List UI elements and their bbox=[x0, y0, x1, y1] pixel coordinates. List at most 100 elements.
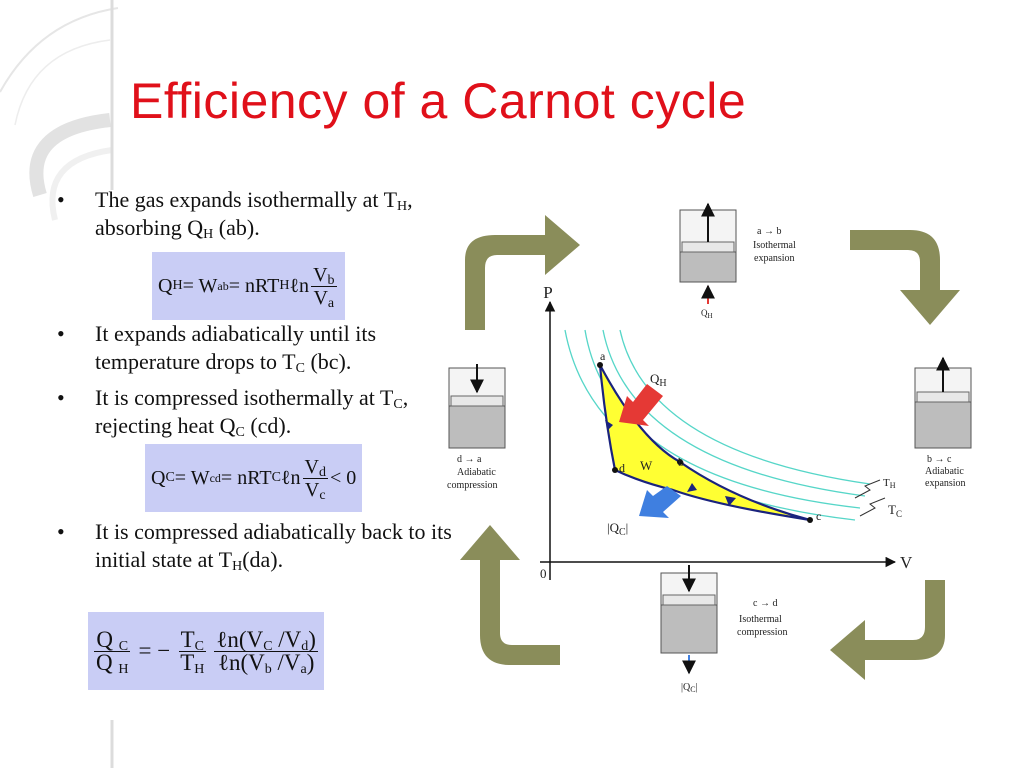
piston-adiabatic-expansion bbox=[914, 356, 972, 449]
bullet-text: It is compressed adiabatically back to i… bbox=[95, 519, 452, 572]
point-a bbox=[597, 362, 603, 368]
subscript: C bbox=[194, 638, 204, 654]
eq-term: /V bbox=[272, 626, 302, 652]
eq-term: = − bbox=[138, 638, 171, 663]
cycle-work-area bbox=[598, 364, 811, 522]
p-axis-label: P bbox=[543, 283, 552, 302]
big-arrow-bottom-left bbox=[460, 525, 560, 665]
big-arrow-bottom-right bbox=[830, 580, 945, 680]
eq-term: = W bbox=[174, 466, 210, 489]
piston-top-name1: Isothermal bbox=[753, 240, 796, 251]
piston-top-name2: expansion bbox=[754, 253, 795, 264]
subscript: C bbox=[896, 509, 902, 519]
piston-isothermal-expansion bbox=[679, 202, 737, 304]
piston-bottom-step: c → d bbox=[753, 598, 777, 609]
bullet-marker: • bbox=[57, 187, 65, 212]
label-text: T bbox=[888, 502, 896, 517]
eq-term: = W bbox=[182, 274, 218, 297]
eq-term: = nRT bbox=[228, 274, 280, 297]
subscript: H bbox=[232, 559, 243, 574]
subscript: a bbox=[327, 295, 335, 311]
th-leader bbox=[854, 479, 881, 499]
piston-bottom-name2: compression bbox=[737, 627, 788, 638]
eq-fraction: Vb Va bbox=[311, 263, 337, 311]
eq-term: V bbox=[304, 455, 319, 478]
heat-in-arrow bbox=[619, 384, 663, 426]
subscript: C bbox=[235, 425, 245, 440]
bullet-text: It is compressed isothermally at T bbox=[95, 385, 394, 410]
label-text: Q bbox=[650, 371, 660, 386]
decorative-arcs bbox=[0, 0, 119, 768]
bullet-adiabatic-compression: • It is compressed adiabatically back to… bbox=[55, 518, 455, 574]
bullet-text: (bc). bbox=[304, 349, 352, 374]
eq-term: Q bbox=[151, 466, 166, 489]
piston-top-step: a → b bbox=[757, 226, 781, 237]
eq-term: ℓn(V bbox=[216, 626, 264, 652]
subscript: H bbox=[194, 661, 205, 677]
subscript: b bbox=[327, 272, 335, 288]
heat-in-label: QH bbox=[650, 371, 667, 389]
subscript: C bbox=[393, 397, 403, 412]
piston-left-step: d → a bbox=[457, 454, 482, 465]
eq-term: ) bbox=[306, 649, 315, 675]
subscript: C bbox=[263, 638, 273, 654]
label-text: |Q bbox=[681, 682, 691, 693]
point-b-label: b bbox=[678, 455, 684, 469]
v-axis-label: V bbox=[900, 553, 913, 572]
eq-fraction: TC TH bbox=[178, 628, 206, 677]
subscript: b bbox=[264, 661, 272, 677]
tc-label: TC bbox=[888, 502, 902, 519]
isotherm-2 bbox=[584, 329, 861, 509]
big-arrow-top-right bbox=[850, 230, 960, 325]
th-label: TH bbox=[883, 477, 896, 490]
bullet-marker: • bbox=[57, 519, 65, 544]
piston-left-name2: compression bbox=[447, 480, 498, 491]
piston-isothermal-compression bbox=[660, 565, 718, 675]
bullet-text: (ab). bbox=[213, 215, 260, 240]
isotherm-3 bbox=[602, 329, 866, 497]
bullet-text: , absorbing Q bbox=[95, 187, 413, 240]
subscript: H bbox=[890, 481, 896, 490]
piston-bottom-heat: |QC| bbox=[681, 682, 698, 694]
eq-term: = nRT bbox=[220, 466, 272, 489]
subscript: C bbox=[295, 361, 305, 376]
big-arrow-top-left bbox=[465, 215, 580, 330]
carnot-cycle-diagram: P V 0 a b c d W QH |QC| TH TC a → b Isot… bbox=[447, 202, 972, 694]
eq-term: < 0 bbox=[329, 466, 357, 489]
bullet-text: (da). bbox=[242, 547, 284, 572]
bullet-text: The gas expands isothermally at T bbox=[95, 187, 398, 212]
subscript: H bbox=[659, 378, 666, 389]
bullet-marker: • bbox=[57, 385, 65, 410]
cycle-arrow bbox=[687, 483, 697, 492]
subscript: d bbox=[301, 638, 309, 654]
point-d-label: d bbox=[619, 461, 625, 475]
bullet-isothermal-compression: • It is compressed isothermally at TC, r… bbox=[55, 384, 455, 440]
eq-term: V bbox=[313, 263, 328, 286]
eq-term: V bbox=[313, 286, 328, 309]
subscript: H bbox=[118, 661, 129, 677]
piston-bottom-name1: Isothermal bbox=[739, 614, 782, 625]
eq-term: /V bbox=[271, 649, 301, 675]
isotherm-4 bbox=[619, 329, 871, 485]
eq-term: Q bbox=[96, 649, 113, 675]
label-text: | bbox=[696, 682, 698, 693]
eq-term: T bbox=[180, 649, 195, 675]
eq-term: Q bbox=[158, 274, 173, 297]
work-label: W bbox=[640, 458, 653, 473]
subscript: C bbox=[118, 638, 129, 654]
point-c bbox=[807, 517, 813, 523]
piston-adiabatic-compression bbox=[448, 364, 506, 449]
eq-fraction: Q C Q H bbox=[94, 628, 131, 677]
label-text: Q bbox=[701, 308, 708, 318]
point-a-label: a bbox=[600, 349, 606, 363]
piston-right-name1: Adiabatic bbox=[925, 466, 964, 477]
piston-left-name1: Adiabatic bbox=[457, 467, 496, 478]
subscript: H bbox=[203, 227, 214, 242]
piston-top-heat: QH bbox=[701, 308, 713, 320]
heat-out-arrow bbox=[639, 486, 681, 518]
subscript: C bbox=[690, 685, 695, 694]
eq-term: ℓn(V bbox=[217, 649, 265, 675]
point-b bbox=[677, 459, 683, 465]
piston-right-name2: expansion bbox=[925, 478, 966, 489]
